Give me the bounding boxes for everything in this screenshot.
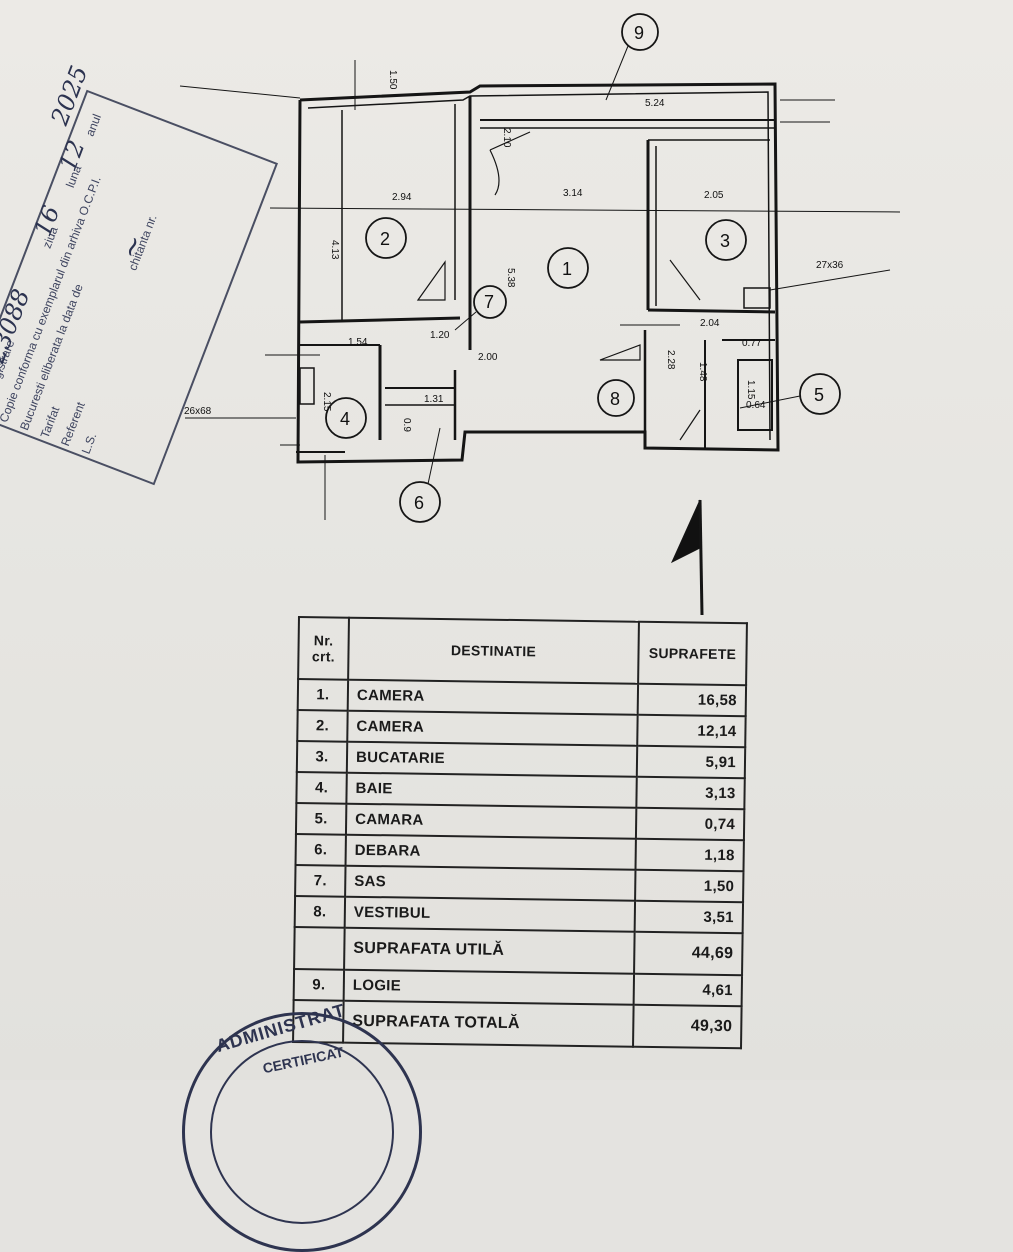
row-nr: 8. bbox=[294, 895, 346, 928]
dim-64: 0.64 bbox=[746, 400, 766, 411]
row-nr: 7. bbox=[295, 864, 346, 897]
room-label-1: 1 bbox=[562, 259, 572, 279]
dim-215: 2.15 bbox=[321, 392, 332, 412]
row-nr: 1. bbox=[297, 679, 349, 711]
room-label-5: 5 bbox=[814, 385, 824, 405]
dim-120: 1.20 bbox=[430, 330, 450, 341]
dim-27x36: 27x36 bbox=[816, 260, 844, 271]
room-label-4: 4 bbox=[340, 409, 350, 429]
row-name: DEBARA bbox=[345, 834, 636, 870]
dim-200: 2.00 bbox=[478, 352, 498, 363]
logie-nr: 9. bbox=[293, 968, 345, 1001]
util-value: 44,69 bbox=[634, 931, 743, 976]
row-value: 3,13 bbox=[636, 776, 745, 810]
row-name: VESTIBUL bbox=[344, 896, 636, 932]
dim-228: 2.28 bbox=[665, 350, 676, 370]
row-nr: 4. bbox=[296, 771, 347, 804]
row-value: 1,18 bbox=[635, 838, 744, 872]
area-table: Nr. crt. DESTINATIE SUPRAFETE 1. CAMERA … bbox=[292, 616, 748, 1049]
document-page bbox=[0, 0, 1013, 1080]
total-value: 49,30 bbox=[633, 1004, 742, 1049]
logie-name: LOGIE bbox=[343, 969, 635, 1005]
room-label-6: 6 bbox=[414, 493, 424, 513]
row-name: BUCATARIE bbox=[346, 741, 638, 777]
row-value: 12,14 bbox=[637, 714, 746, 748]
logie-value: 4,61 bbox=[633, 973, 743, 1007]
dim-150: 1.50 bbox=[387, 70, 398, 90]
dim-26x68: 26x68 bbox=[184, 406, 212, 417]
dim-210: 2.10 bbox=[501, 128, 512, 148]
room-label-3: 3 bbox=[720, 231, 730, 251]
dim-204: 2.04 bbox=[700, 318, 720, 329]
row-name: BAIE bbox=[346, 772, 637, 808]
util-row: SUPRAFATA UTILĂ 44,69 bbox=[294, 926, 743, 976]
room-label-9: 9 bbox=[634, 23, 644, 43]
dim-115: 1.15 bbox=[745, 380, 756, 400]
room-label-7: 7 bbox=[484, 292, 494, 312]
header-nr: Nr. crt. bbox=[298, 617, 349, 680]
dim-314: 3.14 bbox=[563, 188, 583, 199]
row-name: CAMARA bbox=[345, 803, 637, 839]
row-name: SAS bbox=[345, 865, 636, 901]
row-nr: 3. bbox=[296, 741, 348, 773]
room-labels: 1 2 3 4 5 6 7 8 9 bbox=[340, 23, 824, 513]
row-value: 3,51 bbox=[634, 900, 744, 934]
header-suprafete: SUPRAFETE bbox=[638, 621, 747, 686]
floor-plan: 1 2 3 4 5 6 7 8 9 2.94 3.14 2.05 4.13 5.… bbox=[179, 13, 901, 616]
header-destinatie: DESTINATIE bbox=[348, 617, 639, 684]
row-nr: 6. bbox=[295, 833, 346, 866]
row-nr: 2. bbox=[297, 710, 348, 742]
dimension-labels: 2.94 3.14 2.05 4.13 5.38 2.04 5.24 1.54 … bbox=[184, 70, 844, 432]
row-name: CAMERA bbox=[347, 679, 639, 715]
total-name: SUPRAFATA TOTALĂ bbox=[343, 1000, 634, 1047]
row-value: 5,91 bbox=[636, 745, 746, 779]
row-name: CAMERA bbox=[347, 710, 638, 746]
dim-294: 2.94 bbox=[392, 192, 412, 203]
row-nr: 5. bbox=[295, 802, 347, 835]
dim-538: 5.38 bbox=[505, 268, 516, 288]
dim-205: 2.05 bbox=[704, 190, 724, 201]
dim-524: 5.24 bbox=[645, 98, 665, 109]
dim-154: 1.54 bbox=[348, 337, 368, 348]
room-label-8: 8 bbox=[610, 389, 620, 409]
dim-131: 1.31 bbox=[424, 394, 444, 405]
row-value: 1,50 bbox=[635, 869, 744, 903]
row-value: 16,58 bbox=[637, 683, 747, 717]
util-name: SUPRAFATA UTILĂ bbox=[344, 927, 635, 974]
dim-90: 0.9 bbox=[401, 418, 412, 432]
dim-148: 1.48 bbox=[697, 362, 708, 382]
row-value: 0,74 bbox=[635, 807, 745, 841]
dim-77: 0.77 bbox=[742, 338, 762, 349]
room-label-2: 2 bbox=[380, 229, 390, 249]
dim-413: 4.13 bbox=[329, 240, 340, 260]
